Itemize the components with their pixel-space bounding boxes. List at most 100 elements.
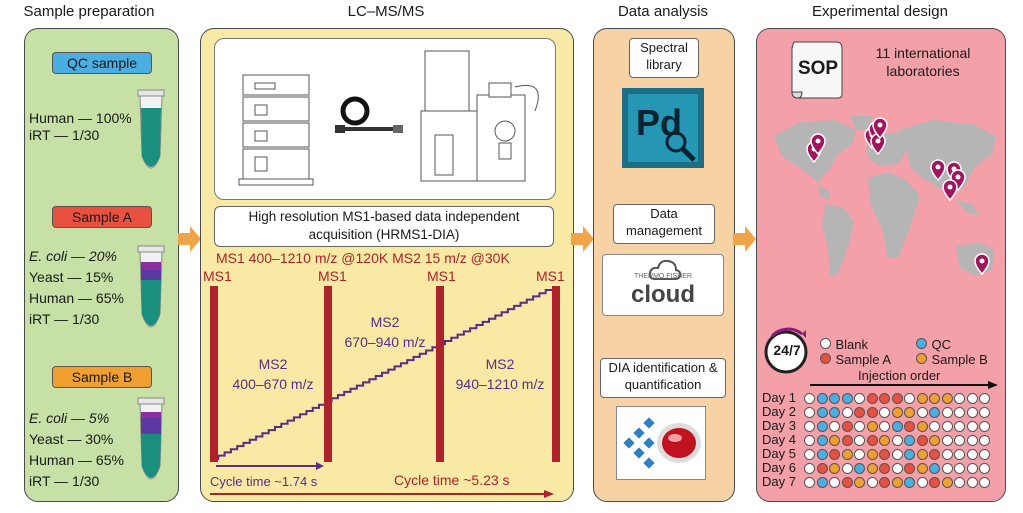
injection-dot — [904, 435, 915, 447]
injection-dot — [891, 393, 903, 405]
injection-dot — [841, 463, 853, 475]
injection-dot — [929, 407, 940, 419]
a-line-ecoli: E. coli — 20% — [29, 248, 117, 264]
clock-label: 24/7 — [773, 342, 801, 358]
injection-dot — [854, 477, 865, 489]
injection-dot — [979, 477, 990, 489]
injection-dot — [979, 435, 990, 447]
tube-qc-icon — [137, 89, 165, 169]
lab-pin-icon — [942, 179, 958, 202]
ms2-window-2: MS2 670–940 m/z — [344, 314, 426, 350]
injection-dot — [841, 449, 853, 461]
injection-dot — [816, 477, 828, 489]
scan-params: MS1 400–1210 m/z @120K MS2 15 m/z @30K — [216, 250, 510, 266]
lab-pin-icon — [930, 159, 946, 182]
day-label: Day 1 — [762, 390, 796, 405]
magnifier-icon — [665, 131, 696, 162]
injection-dot — [879, 407, 890, 419]
injection-dot — [804, 421, 815, 433]
injection-dot — [866, 421, 878, 433]
dia-identification-label: DIA identification & quantification — [608, 360, 718, 392]
injection-dot — [941, 407, 953, 419]
legend-label-qc: QC — [931, 337, 951, 352]
injection-dot — [966, 421, 978, 433]
injection-dot — [829, 407, 840, 419]
lab-pin-dot — [935, 164, 941, 170]
injection-dot — [841, 421, 853, 433]
injection-dot — [916, 393, 928, 405]
injection-dot — [804, 477, 815, 489]
day-label: Day 5 — [762, 446, 796, 461]
injection-dot — [916, 435, 928, 447]
lab-pin-dot — [877, 122, 883, 128]
lab-pin-icon — [810, 133, 826, 156]
b-line-yeast: Yeast — 30% — [29, 431, 114, 447]
injection-dot — [966, 463, 978, 475]
injection-dot — [829, 421, 840, 433]
legend-item-sample-b: Sample B — [916, 351, 988, 369]
injection-dot — [866, 477, 878, 489]
injection-order-arrow-icon — [810, 381, 998, 389]
injection-dot — [954, 435, 965, 447]
a-line-human: Human — 65% — [29, 290, 124, 306]
injection-dot — [866, 407, 878, 419]
world-map — [774, 116, 996, 276]
injection-dot — [829, 449, 840, 461]
injection-dot — [904, 393, 915, 405]
header-lcms: LC–MS/MS — [347, 3, 425, 20]
day-label: Day 2 — [762, 404, 796, 419]
b-line-human: Human — 65% — [29, 452, 124, 468]
injection-dot — [804, 463, 815, 475]
injection-dot — [916, 449, 928, 461]
injection-dot — [804, 407, 815, 419]
pd-logo-text: Pd — [636, 102, 683, 143]
injection-dot — [891, 463, 903, 475]
header-sample-preparation: Sample preparation — [23, 3, 155, 20]
proteome-discoverer-logo: Pd — [622, 88, 704, 168]
lab-pin-icon — [974, 253, 990, 276]
ms1-label-2: MS1 — [318, 268, 347, 284]
injection-dot — [916, 407, 928, 419]
ms1-bar-1 — [210, 286, 218, 462]
lab-pin-dot — [979, 258, 985, 264]
ms1-bar-4 — [552, 286, 560, 462]
injection-dot — [904, 477, 915, 489]
injection-dot — [904, 463, 915, 475]
injection-dot — [916, 421, 928, 433]
injection-dot — [841, 435, 853, 447]
injection-dot — [941, 463, 953, 475]
legend-dot-sample-b — [916, 353, 927, 364]
injection-order-label: Injection order — [858, 368, 941, 383]
lab-pin-dot — [875, 138, 881, 144]
injection-dot — [979, 393, 990, 405]
ms1-label-4: MS1 — [536, 268, 565, 284]
spectral-library-label: Spectral library — [640, 40, 688, 72]
injection-dot — [941, 449, 953, 461]
injection-dot — [941, 421, 953, 433]
injection-dot — [929, 449, 940, 461]
legend-item-qc: QC — [916, 336, 951, 354]
cycle-time-short: Cycle time ~1.74 s — [210, 474, 318, 489]
lab-location-pins — [806, 117, 990, 276]
cloud-label: cloud — [631, 281, 695, 308]
qc-line-human: Human — 100% — [29, 110, 132, 126]
injection-dot — [891, 421, 903, 433]
injection-dot — [929, 435, 940, 447]
injection-dot — [841, 393, 853, 405]
sop-scroll-icon — [791, 41, 843, 99]
injection-dot — [816, 421, 828, 433]
injection-dot — [929, 393, 940, 405]
injection-dot — [954, 393, 965, 405]
injection-dot — [941, 435, 953, 447]
injection-dot — [954, 449, 965, 461]
day-row: Day 7 — [762, 475, 992, 489]
day-label: Day 3 — [762, 418, 796, 433]
ms2-window-3: MS2 940–1210 m/z — [455, 356, 545, 392]
injection-dot — [879, 421, 890, 433]
lab-pin-dot — [955, 174, 961, 180]
injection-dot — [929, 421, 940, 433]
injection-dot — [941, 477, 953, 489]
injection-dot — [866, 435, 878, 447]
injection-dot — [854, 407, 865, 419]
sop-label: SOP — [797, 58, 839, 79]
